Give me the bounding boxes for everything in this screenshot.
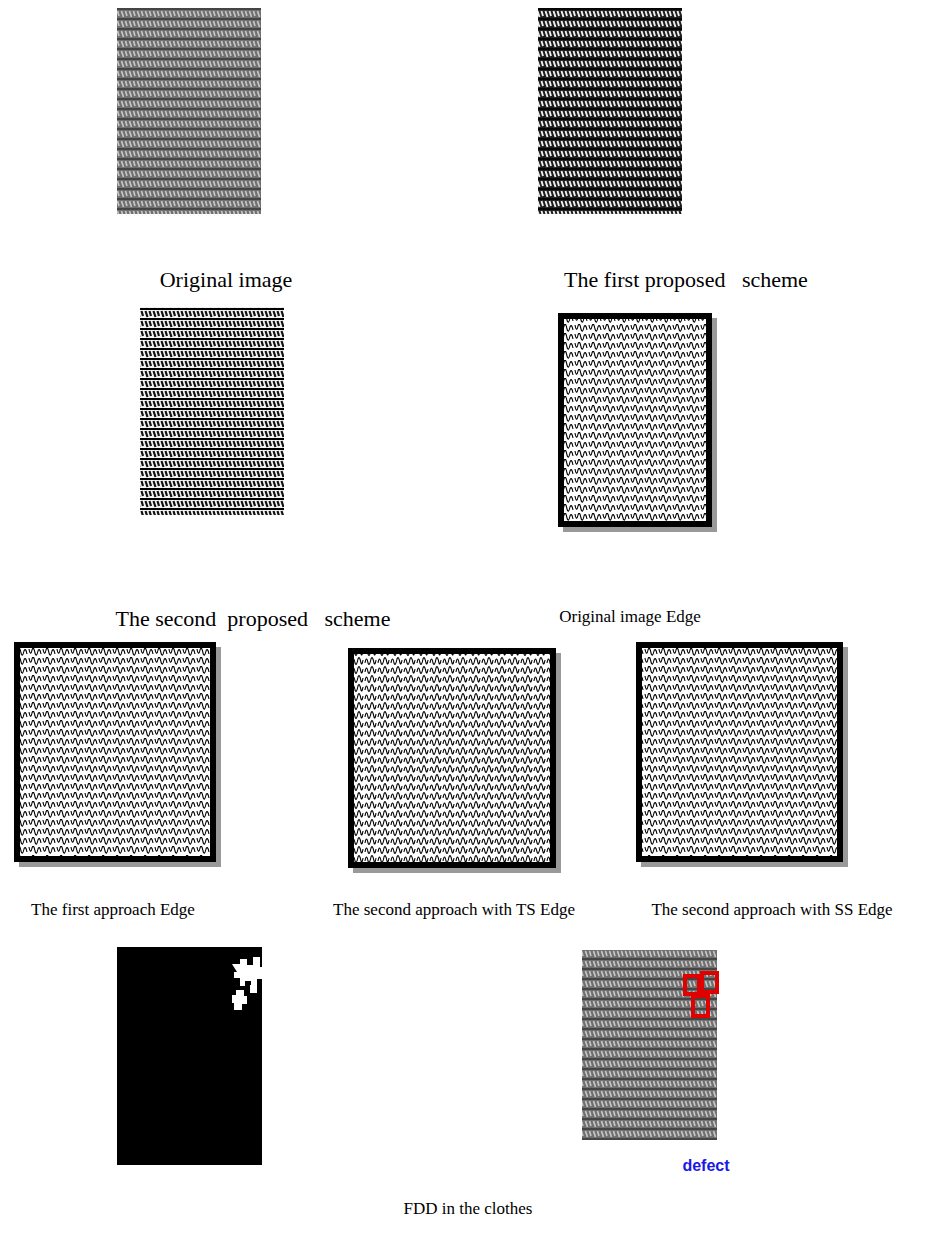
edge-panel bbox=[558, 313, 717, 532]
panel-caption: The second approach with SS Edge bbox=[651, 900, 892, 920]
defect-detection-image bbox=[582, 950, 717, 1140]
defect-tag: defect bbox=[682, 1156, 729, 1175]
fabric-image bbox=[140, 307, 284, 515]
panel-caption: The first approach Edge bbox=[31, 900, 195, 920]
panel-caption: The first proposed scheme bbox=[564, 267, 808, 293]
figure-caption: FDD in the clothes bbox=[404, 1199, 533, 1219]
fabric-image bbox=[117, 8, 261, 214]
edge-panel bbox=[636, 642, 848, 867]
panel-caption: Original image bbox=[160, 267, 293, 293]
edge-panel bbox=[14, 642, 221, 867]
panel-caption: The second proposed scheme bbox=[116, 606, 391, 632]
panel-caption: The second approach with TS Edge bbox=[333, 900, 575, 920]
fabric-image bbox=[538, 8, 682, 214]
panel-caption: Original image Edge bbox=[559, 607, 701, 627]
defect-mask bbox=[117, 947, 262, 1165]
edge-panel bbox=[348, 648, 561, 873]
